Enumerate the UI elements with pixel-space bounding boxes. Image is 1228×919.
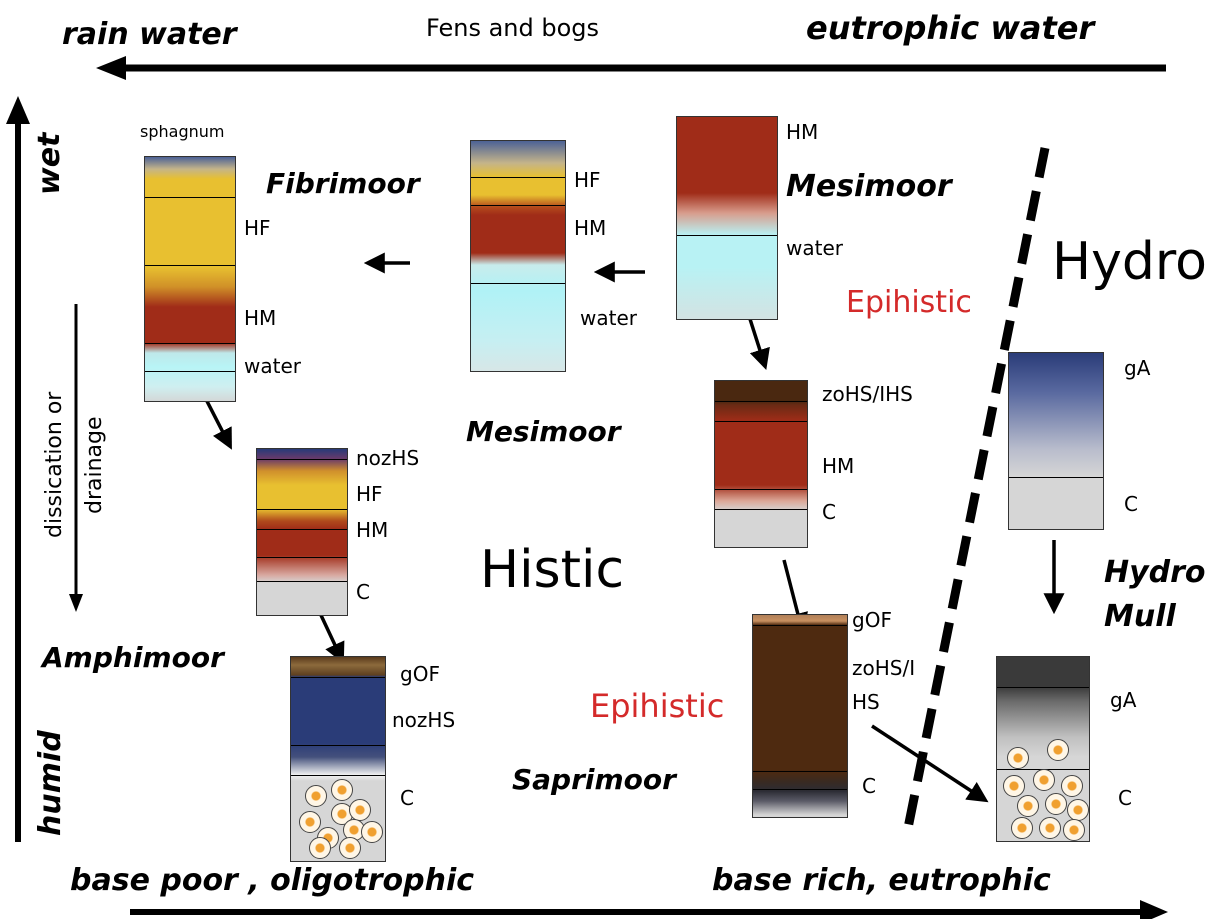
saprimoor-horizon-c: C [862,774,876,798]
profile-saprimoor [752,614,848,818]
drained-horizon-hm: HM [822,454,855,478]
drainage-arrow [69,304,83,612]
fibrimoor-horizon-hf: HF [244,216,271,240]
bottom-axis-arrow [130,900,1168,919]
left-axis-arrow [6,96,30,842]
axis-label-base-rich: base rich, eutrophic [712,863,1051,898]
profile-name-mull: Mull [1104,599,1176,634]
axis-label-rain-water: rain water [62,17,237,52]
drained-horizon-zohs-ihs: zoHS/IHS [822,382,913,406]
mesimoor-center-horizon-hf: HF [574,168,601,192]
hydro-horizon-c: C [1124,492,1138,516]
mesimoor-center-horizon-hm: HM [574,216,607,240]
axis-label-drainage: drainage [82,416,107,514]
axis-label-fens-bogs: Fens and bogs [426,14,600,42]
mesimoor-right-horizon-water: water [786,236,843,260]
hydro-mull-horizon-ga: gA [1110,688,1137,712]
hydro-mull-horizon-c: C [1118,786,1132,810]
axis-label-humid: humid [33,730,68,836]
axis-label-eutrophic-water: eutrophic water [806,9,1095,47]
top-axis-arrow [96,56,1166,80]
amphimoor-horizon-nozhs: nozHS [356,446,420,470]
amphimoor-dry-horizon-gof: gOF [400,662,440,686]
label-sphagnum: sphagnum [140,122,225,141]
profile-mesimoor-drained [714,380,808,548]
amphimoor-horizon-hm: HM [356,518,389,542]
profile-mesimoor-right [676,116,778,320]
amphimoor-horizon-hf: HF [356,482,383,506]
boundary-dashed-line [901,147,1050,839]
saprimoor-horizon-gof: gOF [852,608,892,632]
fibrimoor-horizon-hm: HM [244,306,277,330]
mesimoor-right-horizon-hm: HM [786,120,819,144]
saprimoor-horizon-hs: HS [852,690,880,714]
saprimoor-horizon-zohs-i: zoHS/I [852,656,916,680]
axis-label-dissication: dissication or [42,391,67,538]
amphimoor-horizon-c: C [356,580,370,604]
axis-label-wet: wet [32,132,67,195]
amphimoor-dry-horizon-c: C [400,786,414,810]
profile-hydro-mull [996,656,1090,842]
profile-fibrimoor [144,156,236,402]
profile-name-saprimoor: Saprimoor [512,763,676,796]
zone-label-histic: Histic [480,540,625,600]
amphimoor-dry-horizon-nozhs: nozHS [392,708,456,732]
profile-amphimoor-dry [290,656,386,862]
mesimoor-center-horizon-water: water [580,306,637,330]
hydro-horizon-ga: gA [1124,356,1151,380]
profile-name-fibrimoor: Fibrimoor [266,167,420,200]
profile-name-hydro: Hydro [1104,555,1206,590]
profile-amphimoor [256,448,348,616]
zone-label-epihistic-top: Epihistic [846,285,972,320]
arrow-saprimoor-to-hydromull [871,724,989,803]
drained-horizon-c: C [822,500,836,524]
profile-mesimoor-center [470,140,566,372]
axis-label-base-poor: base poor , oligotrophic [70,863,475,898]
fibrimoor-horizon-water: water [244,354,301,378]
profile-name-mesimoor-right: Mesimoor [786,169,952,204]
zone-label-hydro: Hydro [1052,232,1207,292]
profile-name-mesimoor-center: Mesimoor [466,415,621,448]
profile-name-amphimoor: Amphimoor [42,641,224,674]
profile-hydro [1008,352,1104,530]
zone-label-epihistic-bottom: Epihistic [590,687,725,725]
